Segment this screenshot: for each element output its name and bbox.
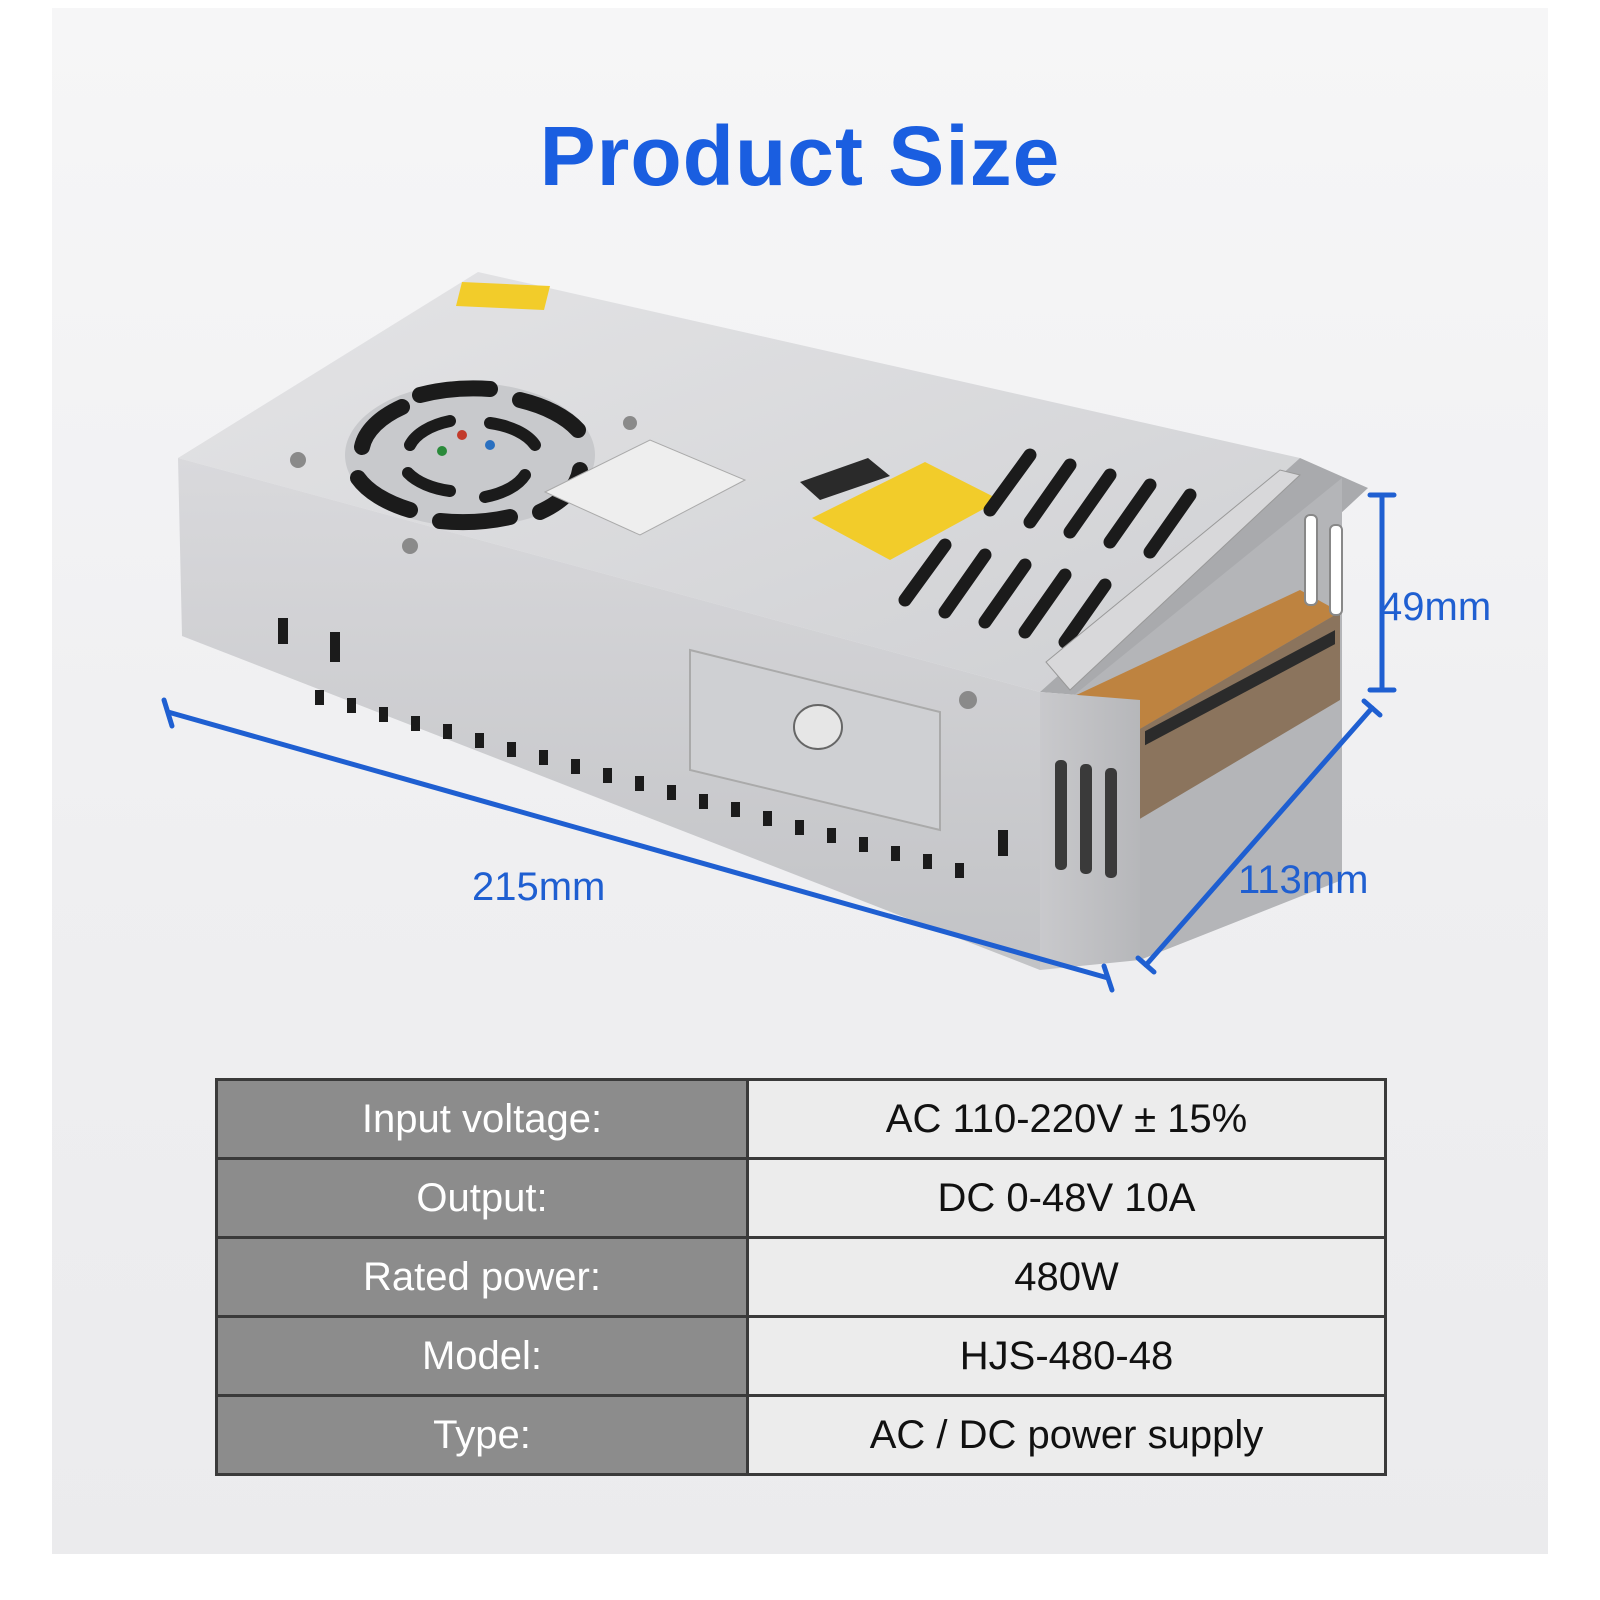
table-row: Model: HJS-480-48 — [215, 1315, 1387, 1397]
length-dimension-line — [165, 709, 1111, 981]
spec-value-type: AC / DC power supply — [746, 1394, 1387, 1476]
spec-value-model: HJS-480-48 — [746, 1315, 1387, 1397]
spec-label-type: Type: — [215, 1394, 749, 1476]
warning-label-small — [456, 282, 550, 310]
case-front-face — [178, 458, 1040, 970]
page-title: Product Size — [539, 109, 1061, 203]
power-supply-illustration — [161, 272, 1397, 993]
warning-label-large — [812, 462, 1000, 560]
fan-grille — [345, 380, 595, 531]
depth-dimension-line — [1143, 705, 1375, 968]
led-display — [800, 458, 890, 500]
top-vents — [898, 448, 1197, 649]
side-label-plate — [1045, 469, 1302, 691]
length-label: 215mm — [472, 865, 606, 909]
terminal-cover — [1070, 590, 1340, 730]
spec-value-output: DC 0-48V 10A — [746, 1157, 1387, 1239]
table-row: Type: AC / DC power supply — [215, 1394, 1387, 1476]
spec-value-input-voltage: AC 110-220V ± 15% — [746, 1078, 1387, 1160]
table-row: Input voltage: AC 110-220V ± 15% — [215, 1078, 1387, 1160]
qc-seal — [793, 704, 843, 750]
spec-value-rated-power: 480W — [746, 1236, 1387, 1318]
spec-label-input-voltage: Input voltage: — [215, 1078, 749, 1160]
info-label — [543, 439, 747, 536]
table-row: Rated power: 480W — [215, 1236, 1387, 1318]
height-label: 49mm — [1380, 585, 1492, 629]
depth-label: 113mm — [1238, 858, 1369, 902]
spec-label-rated-power: Rated power: — [215, 1236, 749, 1318]
table-row: Output: DC 0-48V 10A — [215, 1157, 1387, 1239]
spec-table: Input voltage: AC 110-220V ± 15% Output:… — [215, 1078, 1387, 1476]
spec-label-output: Output: — [215, 1157, 749, 1239]
spec-label-model: Model: — [215, 1315, 749, 1397]
bottom-vents — [315, 690, 964, 878]
